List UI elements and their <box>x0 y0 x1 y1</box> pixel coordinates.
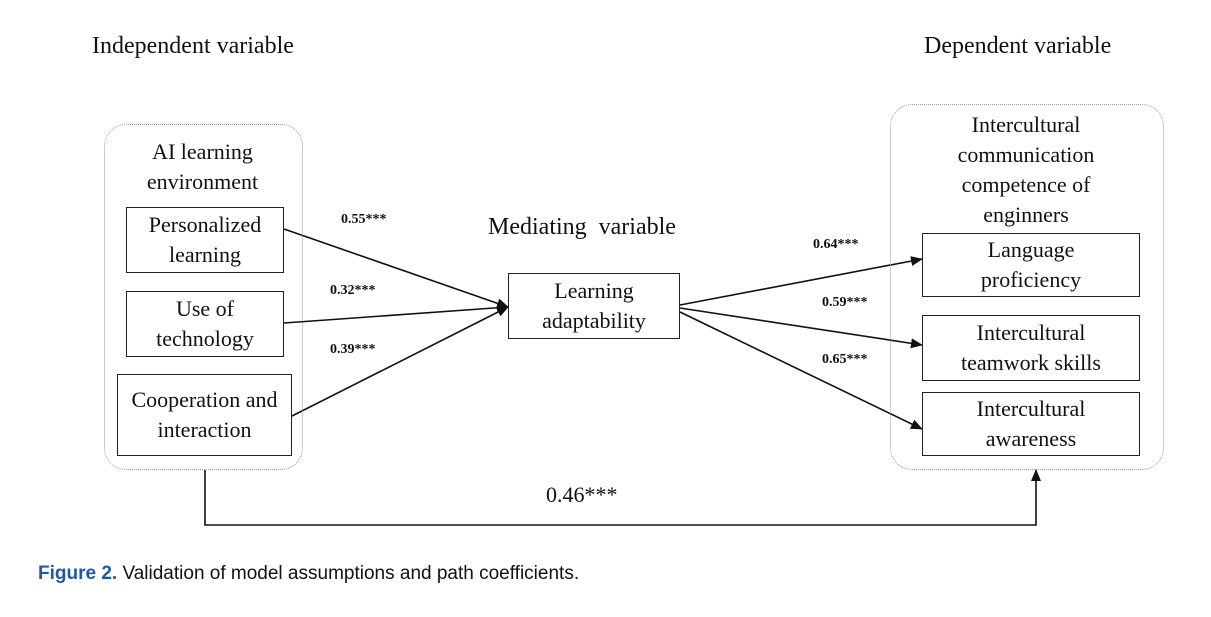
intercultural-teamwork-box: Intercultural teamwork skills <box>922 315 1140 381</box>
arrow-cooperation-to-adaptability <box>291 306 509 417</box>
ai-environment-group <box>104 124 303 470</box>
figure-caption: Figure 2. Validation of model assumption… <box>38 563 579 585</box>
mediating-variable-header: Mediating variable <box>488 214 676 240</box>
learning-adaptability-box: Learning adaptability <box>508 273 680 339</box>
personalized-learning-box: Personalized learning <box>126 207 284 273</box>
dependent-variable-header: Dependent variable <box>924 33 1112 59</box>
coef-teamwork: 0.59*** <box>822 295 868 310</box>
arrow-personalized-to-adaptability <box>283 228 509 309</box>
use-of-technology-box: Use of technology <box>126 291 284 357</box>
intercultural-group <box>890 104 1164 470</box>
figure-caption-text: Validation of model assumptions and path… <box>117 563 580 584</box>
coef-language: 0.64*** <box>813 237 859 252</box>
language-proficiency-box: Language proficiency <box>922 233 1140 297</box>
coef-cooperation: 0.39*** <box>330 342 376 357</box>
coef-awareness: 0.65*** <box>822 352 868 367</box>
coef-direct-effect: 0.46*** <box>546 482 618 507</box>
arrow-direct-effect <box>204 469 1041 526</box>
intercultural-awareness-box: Intercultural awareness <box>922 392 1140 456</box>
arrow-adaptability-to-awareness <box>679 311 923 430</box>
arrow-technology-to-adaptability <box>283 302 509 324</box>
ai-environment-title: AI learning environment <box>146 139 259 194</box>
arrow-adaptability-to-language <box>679 256 923 306</box>
cooperation-interaction-box: Cooperation and interaction <box>117 374 292 456</box>
coef-technology: 0.32*** <box>330 283 376 298</box>
coef-personalized: 0.55*** <box>341 212 387 227</box>
independent-variable-header: Independent variable <box>92 33 294 59</box>
intercultural-title: Intercultural communication competence o… <box>957 112 1095 227</box>
figure-caption-label: Figure 2. <box>38 563 118 584</box>
arrow-adaptability-to-teamwork <box>679 307 923 349</box>
